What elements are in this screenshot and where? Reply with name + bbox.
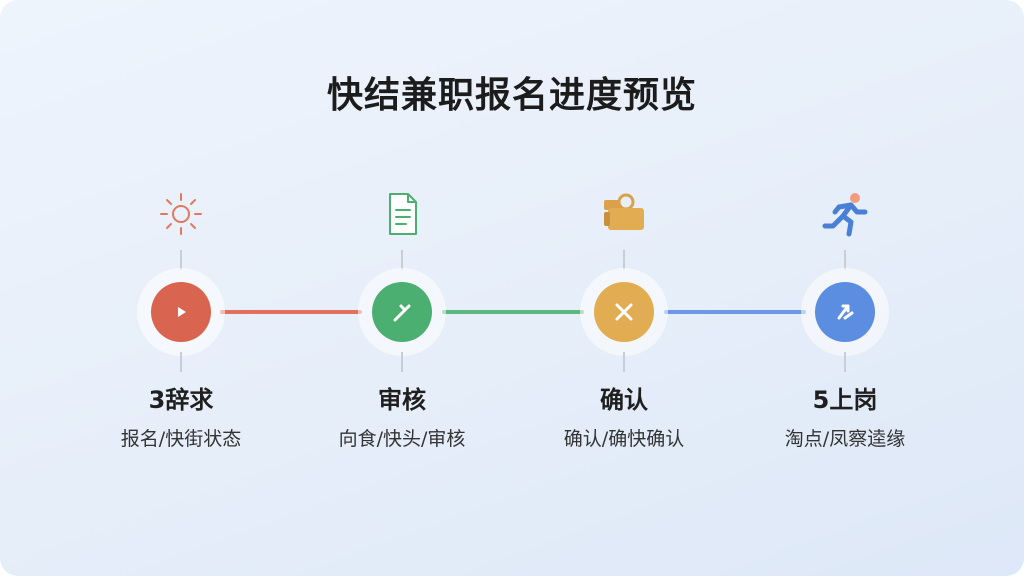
page-title: 快结兼职报名进度预览 [326,75,697,116]
step-tick-top [623,250,625,270]
step-tick-top [401,250,403,270]
step-3: 确认 确认/确快确认 [524,180,724,480]
arrow-icon [837,304,854,320]
connector-2-3 [442,310,584,314]
step-description: 确认/确快确认 [563,428,685,450]
step-label: 3辞求 [148,386,214,414]
step-description: 向食/快头/审核 [338,428,466,450]
step-label: 审核 [378,386,426,414]
document-icon [389,193,417,235]
step-tick-top [844,250,846,270]
connector-3-4 [664,310,806,314]
step-4: 5上岗 淘点/凤察逵缘 [745,180,945,480]
step-tick-bottom [623,352,625,372]
pen-icon [393,304,411,322]
connector-1-2 [220,310,362,314]
step-2: 审核 向食/快头/审核 [302,180,502,480]
step-node [372,282,432,342]
step-tick-bottom [180,352,182,372]
step-label: 确认 [600,386,648,414]
folder-icon [604,193,644,230]
play-icon [178,307,186,317]
step-1: 3辞求 报名/快街状态 [81,180,281,480]
running-person-icon [822,193,868,237]
step-tick-top [180,250,182,270]
cross-icon [615,303,633,321]
step-node [594,282,654,342]
step-label: 5上岗 [812,386,878,414]
step-description: 淘点/凤察逵缘 [784,428,906,450]
sun-icon [160,193,202,235]
step-description: 报名/快街状态 [120,428,242,450]
step-node [151,282,211,342]
step-tick-bottom [401,352,403,372]
step-node [815,282,875,342]
step-tick-bottom [844,352,846,372]
